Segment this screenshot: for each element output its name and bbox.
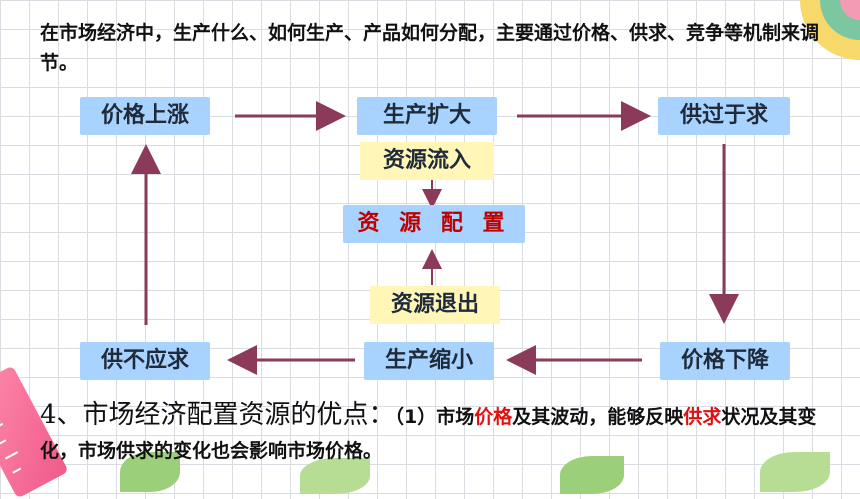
flow-arrows bbox=[131, 101, 739, 375]
node-production-expand: 生产扩大 bbox=[357, 97, 497, 135]
decorative-fan bbox=[780, 0, 860, 70]
node-resources-in: 资源流入 bbox=[360, 142, 494, 180]
node-production-shrink: 生产缩小 bbox=[364, 342, 494, 380]
node-resources-out: 资源退出 bbox=[370, 286, 500, 324]
highlight-supply-demand: 供求 bbox=[683, 406, 722, 428]
advantages-paragraph: 4、市场经济配置资源的优点：（1）市场价格及其波动，能够反映供求状况及其变化，市… bbox=[40, 398, 840, 468]
node-price-up: 价格上涨 bbox=[80, 97, 210, 135]
highlight-price: 价格 bbox=[474, 406, 513, 428]
advantages-text-3: 状况及其变化，市场供求的变化也会影响市场价格。 bbox=[40, 406, 817, 462]
node-supply-exceeds: 供过于求 bbox=[658, 97, 790, 135]
advantages-text-1: （1）市场 bbox=[394, 406, 475, 428]
advantages-text-2: 及其波动，能够反映 bbox=[512, 406, 684, 428]
node-price-down: 价格下降 bbox=[660, 342, 790, 380]
intro-paragraph: 在市场经济中，生产什么、如何生产、产品如何分配，主要通过价格、供求、竞争等机制来… bbox=[40, 22, 820, 74]
node-resource-allocation: 资 源 配 置 bbox=[343, 205, 525, 243]
advantages-heading: 4、市场经济配置资源的优点： bbox=[40, 400, 395, 430]
node-supply-short: 供不应求 bbox=[80, 342, 210, 380]
